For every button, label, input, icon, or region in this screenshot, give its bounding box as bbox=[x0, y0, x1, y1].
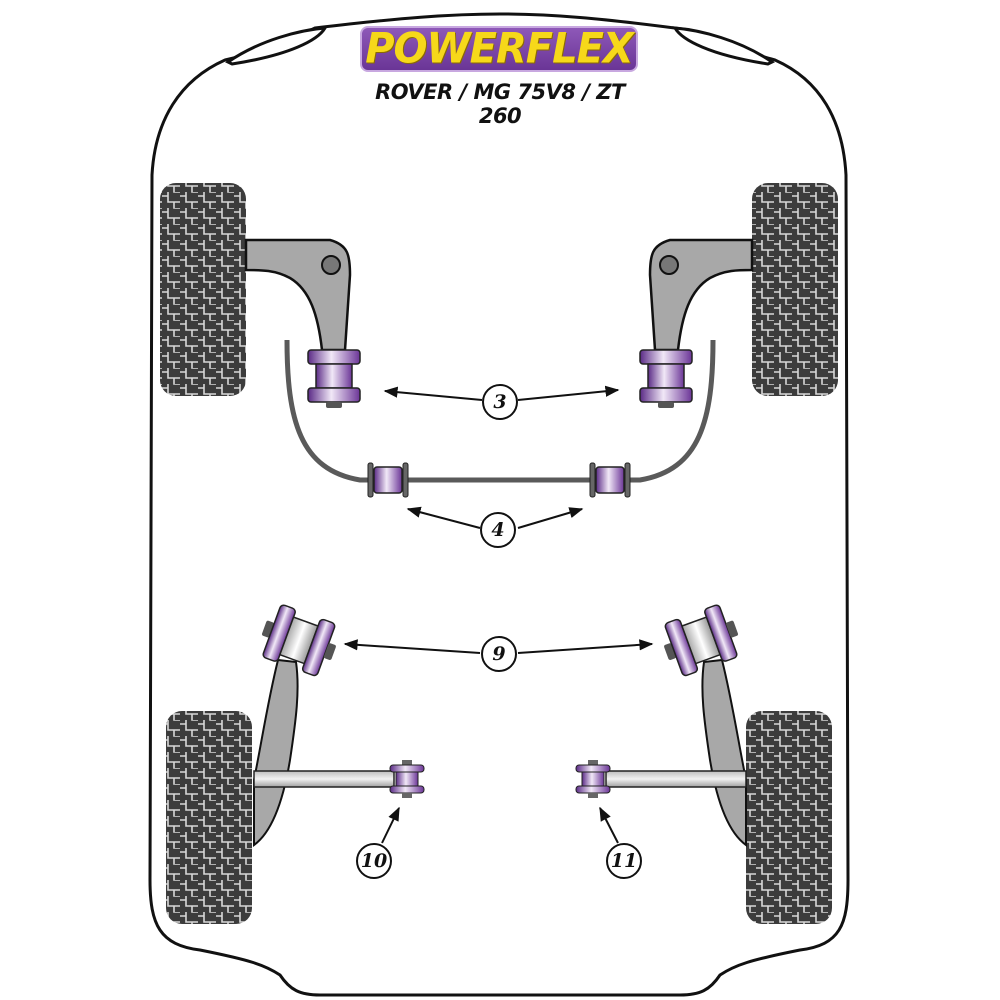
callout-10-number: 10 bbox=[360, 850, 388, 872]
bush-11[interactable] bbox=[575, 760, 611, 798]
car-body-outline bbox=[148, 12, 850, 997]
callout-3-number: 3 bbox=[493, 391, 507, 413]
callout-11[interactable]: 11 bbox=[606, 843, 642, 879]
wheel-rear-left bbox=[166, 711, 252, 924]
right-mirror bbox=[672, 26, 775, 66]
ball-joint-icon bbox=[321, 255, 341, 275]
powerflex-logo: POWERFLEX bbox=[360, 26, 638, 72]
leader-lines bbox=[343, 385, 654, 844]
wheel-front-left bbox=[160, 183, 246, 396]
rear-left-lateral-link bbox=[253, 770, 395, 788]
wheel-rear-right bbox=[746, 711, 832, 924]
bush-9-right[interactable] bbox=[657, 601, 746, 679]
left-mirror bbox=[225, 26, 328, 66]
callout-4[interactable]: 4 bbox=[480, 512, 516, 548]
ball-joint-icon bbox=[659, 255, 679, 275]
callout-4-number: 4 bbox=[491, 519, 505, 541]
bush-10[interactable] bbox=[389, 760, 425, 798]
bush-4-right[interactable] bbox=[589, 462, 631, 498]
wheel-front-right bbox=[752, 183, 838, 396]
callout-9-number: 9 bbox=[492, 643, 506, 665]
bush-3-left[interactable] bbox=[307, 349, 361, 408]
callout-10[interactable]: 10 bbox=[356, 843, 392, 879]
brand-name: POWERFLEX bbox=[365, 24, 634, 74]
bush-3-right[interactable] bbox=[639, 349, 693, 408]
anti-roll-bar bbox=[284, 339, 716, 483]
bush-4-left[interactable] bbox=[367, 462, 409, 498]
vehicle-title: ROVER / MG 75V8 / ZT 260 bbox=[375, 80, 625, 128]
callout-11-number: 11 bbox=[610, 850, 638, 872]
callout-9[interactable]: 9 bbox=[481, 636, 517, 672]
callout-3[interactable]: 3 bbox=[482, 384, 518, 420]
bush-9-left[interactable] bbox=[255, 601, 344, 679]
rear-right-lateral-link bbox=[605, 770, 747, 788]
rear-right-upper-arm bbox=[701, 658, 747, 847]
rear-left-upper-arm bbox=[253, 658, 299, 847]
